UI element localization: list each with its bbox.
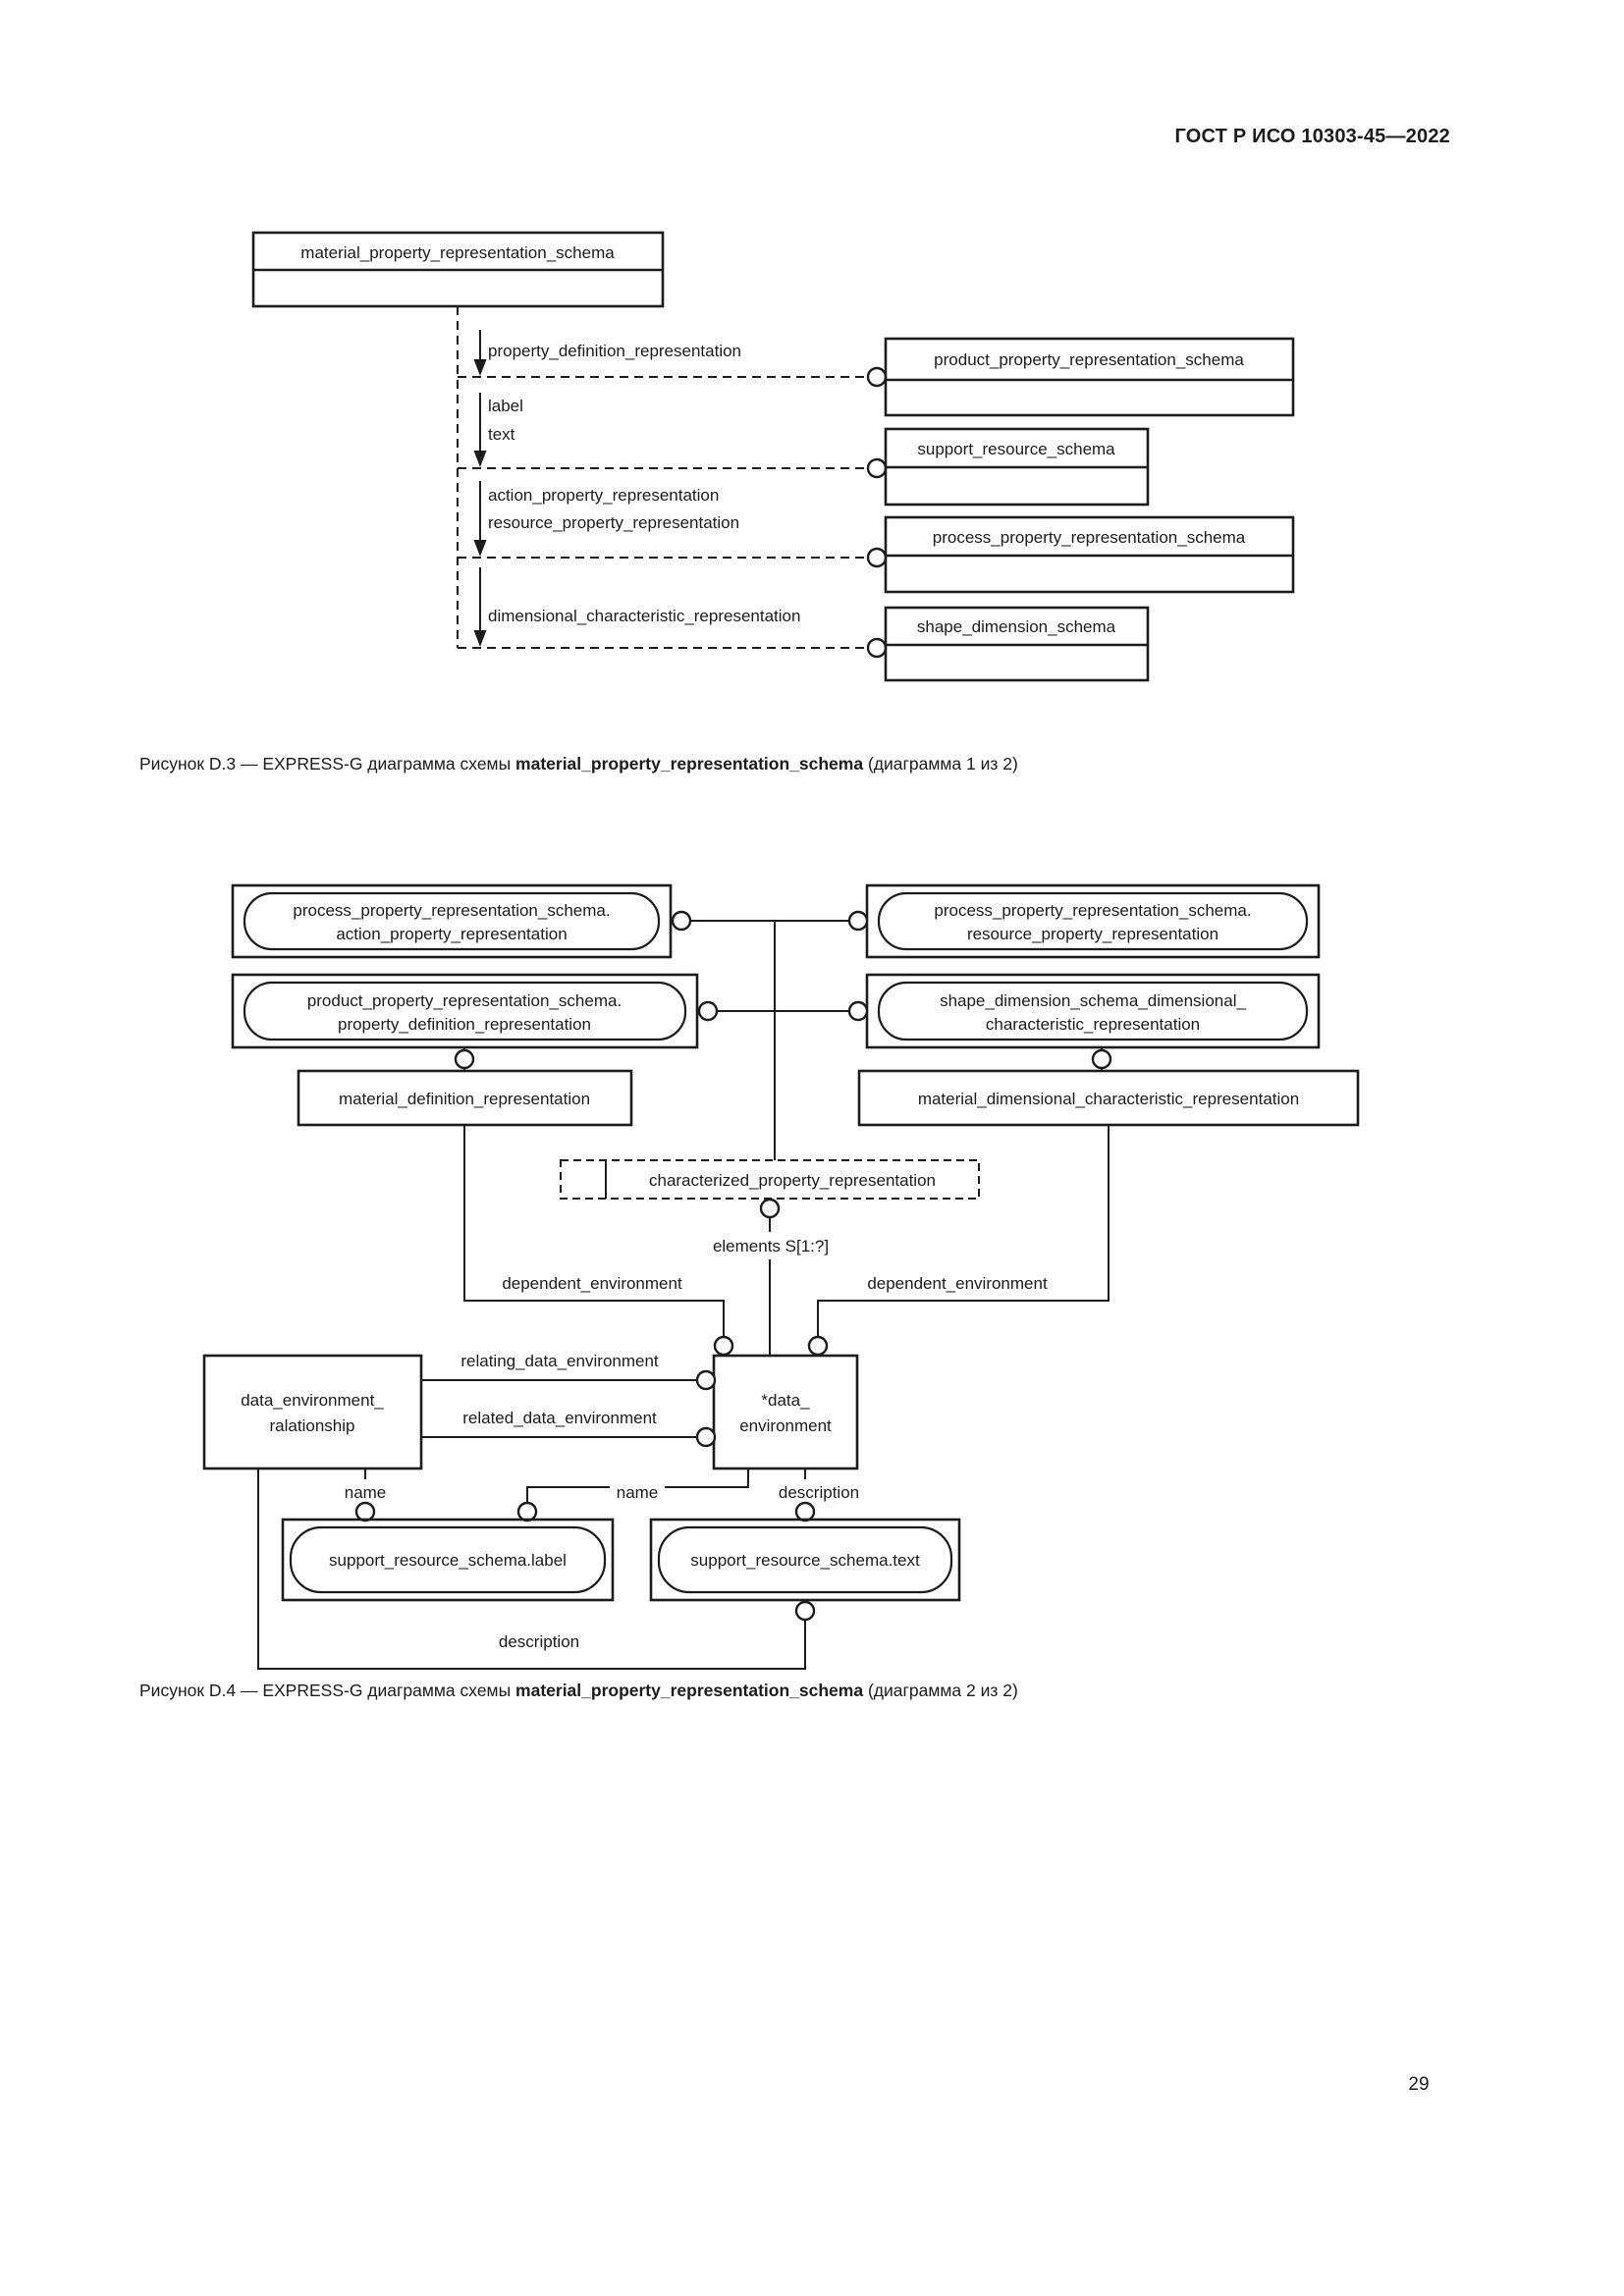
svg-text:material_definition_representa: material_definition_representation — [339, 1090, 590, 1108]
d3-label-property-definition: property_definition_representation — [488, 342, 741, 360]
svg-text:environment: environment — [739, 1416, 832, 1435]
d4-circle-name2 — [516, 1501, 538, 1522]
diagram-d3: property_definition_representation label… — [251, 231, 1295, 682]
caption-figure-d4: Рисунок D.4 — EXPRESS-G диаграмма схемы … — [139, 1681, 1494, 1701]
d4-elements-label-bg — [691, 1232, 850, 1259]
d4-box-data-environment: *data_ environment — [712, 1354, 859, 1470]
svg-text:material_dimensional_character: material_dimensional_characteristic_repr… — [918, 1090, 1299, 1108]
d3-circle-3 — [866, 547, 888, 568]
caption-d3-prefix: Рисунок D.3 — EXPRESS-G диаграмма схемы — [139, 754, 516, 774]
d3-label-text: text — [488, 425, 515, 444]
d4-circle-dependent-right — [807, 1335, 829, 1357]
d4-label-name1: name — [345, 1483, 387, 1502]
d4-circle-l2-bottom — [454, 1048, 475, 1070]
d4-label-relating: relating_data_environment — [460, 1352, 659, 1370]
d3-label-action: action_property_representation — [488, 486, 719, 505]
d3-label-label: label — [488, 397, 523, 415]
d4-label-description1: description — [779, 1483, 859, 1502]
svg-text:process_property_representatio: process_property_representation_schema. — [293, 901, 610, 920]
d3-arrow-2 — [473, 393, 487, 467]
svg-text:product_property_representatio: product_property_representation_schema — [934, 350, 1244, 369]
caption-d3-schema-name: material_property_representation_schema — [515, 754, 864, 774]
d4-circle-relating — [695, 1369, 717, 1391]
d4-ref-process-action: process_property_representation_schema. … — [231, 883, 673, 959]
d4-circle-row1-right — [847, 910, 869, 932]
d4-circle-description2 — [794, 1600, 816, 1622]
d4-ref-support-resource-label: support_resource_schema.label — [281, 1518, 615, 1602]
d4-circle-related — [695, 1426, 717, 1448]
svg-text:product_property_representatio: product_property_representation_schema. — [307, 991, 622, 1010]
d4-circle-dependent-left — [713, 1335, 734, 1357]
d4-circle-row1-left — [671, 910, 692, 932]
svg-text:ralationship: ralationship — [270, 1416, 355, 1435]
svg-text:material_property_representati: material_property_representation_schema — [300, 243, 615, 262]
svg-text:shape_dimension_schema: shape_dimension_schema — [917, 617, 1116, 636]
d4-description1-bg — [763, 1479, 875, 1503]
d4-ref-process-resource: process_property_representation_schema. … — [865, 883, 1321, 959]
d4-label-related: related_data_environment — [462, 1409, 657, 1427]
d3-box-material-property-representation-schema: material_property_representation_schema — [251, 231, 665, 308]
d4-line-dependent-left — [463, 1125, 725, 1337]
svg-text:characterized_property_represe: characterized_property_representation — [649, 1171, 936, 1190]
d4-name2-bg — [610, 1479, 665, 1503]
d4-box-characterized-property-representation: characterized_property_representation — [560, 1159, 980, 1200]
svg-text:shape_dimension_schema_dimensi: shape_dimension_schema_dimensional_ — [940, 991, 1246, 1010]
d4-circle-row2-left — [697, 1000, 719, 1022]
d4-ref-support-resource-text: support_resource_schema.text — [649, 1518, 961, 1602]
d4-label-description2: description — [499, 1632, 579, 1651]
d4-line-description2 — [257, 1468, 806, 1670]
d4-box-data-environment-relationship: data_environment_ ralationship — [202, 1354, 423, 1470]
svg-text:process_property_representatio: process_property_representation_schema — [933, 528, 1246, 547]
d3-arrow-4 — [473, 567, 487, 647]
caption-figure-d3: Рисунок D.3 — EXPRESS-G диаграмма схемы … — [139, 754, 1494, 774]
d4-ref-product-property: product_property_representation_schema. … — [231, 973, 699, 1049]
d4-box-material-dimensional-characteristic-representation: material_dimensional_characteristic_repr… — [857, 1069, 1360, 1127]
svg-text:process_property_representatio: process_property_representation_schema. — [934, 901, 1251, 920]
caption-d4-suffix: (диаграмма 2 из 2) — [863, 1681, 1018, 1700]
d4-circle-r2-bottom — [1091, 1048, 1112, 1070]
d4-circle-description1 — [794, 1501, 816, 1522]
d4-box-material-definition-representation: material_definition_representation — [297, 1069, 633, 1127]
caption-d4-prefix: Рисунок D.4 — EXPRESS-G диаграмма схемы — [139, 1681, 516, 1700]
d4-label-dependent-left: dependent_environment — [502, 1274, 682, 1293]
svg-text:support_resource_schema: support_resource_schema — [917, 440, 1115, 458]
d4-label-dependent-right: dependent_environment — [867, 1274, 1048, 1293]
svg-text:data_environment_: data_environment_ — [241, 1391, 384, 1410]
d3-label-dimensional: dimensional_characteristic_representatio… — [488, 607, 800, 625]
d3-arrow-1 — [473, 330, 487, 376]
d4-circle-characterized-bottom — [759, 1198, 781, 1219]
caption-d4-schema-name: material_property_representation_schema — [515, 1681, 864, 1700]
d3-circle-2 — [866, 457, 888, 479]
d3-circle-1 — [866, 366, 888, 388]
caption-d3-suffix: (диаграмма 1 из 2) — [863, 754, 1018, 774]
svg-text:characteristic_representation: characteristic_representation — [986, 1015, 1200, 1034]
d3-box-process-property-representation-schema: process_property_representation_schema — [884, 515, 1295, 594]
d4-circle-row2-right — [847, 1000, 869, 1022]
d4-line-dependent-right — [817, 1125, 1110, 1337]
d3-arrow-3 — [473, 481, 487, 557]
diagram-d4: process_property_representation_schema. … — [202, 883, 1360, 1670]
d4-name1-bg — [338, 1479, 393, 1503]
svg-text:support_resource_schema.text: support_resource_schema.text — [690, 1551, 920, 1570]
d4-circle-name1 — [354, 1501, 376, 1522]
d3-box-support-resource-schema: support_resource_schema — [884, 427, 1150, 507]
d3-box-product-property-representation-schema: product_property_representation_schema — [884, 337, 1295, 417]
svg-text:action_property_representation: action_property_representation — [336, 925, 567, 943]
svg-text:property_definition_representa: property_definition_representation — [338, 1015, 591, 1034]
page-number: 29 — [1408, 2074, 1430, 2095]
d4-label-name2: name — [617, 1483, 659, 1502]
d3-label-resource: resource_property_representation — [488, 513, 739, 532]
d4-label-elements: elements S[1:?] — [713, 1237, 829, 1255]
d3-circle-4 — [866, 637, 888, 659]
svg-text:resource_property_representati: resource_property_representation — [967, 925, 1218, 943]
d4-ref-shape-dimensional: shape_dimension_schema_dimensional_ char… — [865, 973, 1321, 1049]
page-header: ГОСТ Р ИСО 10303-45—2022 — [1174, 126, 1450, 147]
d3-box-shape-dimension-schema: shape_dimension_schema — [884, 606, 1150, 682]
svg-text:support_resource_schema.label: support_resource_schema.label — [329, 1551, 567, 1570]
svg-text:*data_: *data_ — [761, 1391, 810, 1410]
